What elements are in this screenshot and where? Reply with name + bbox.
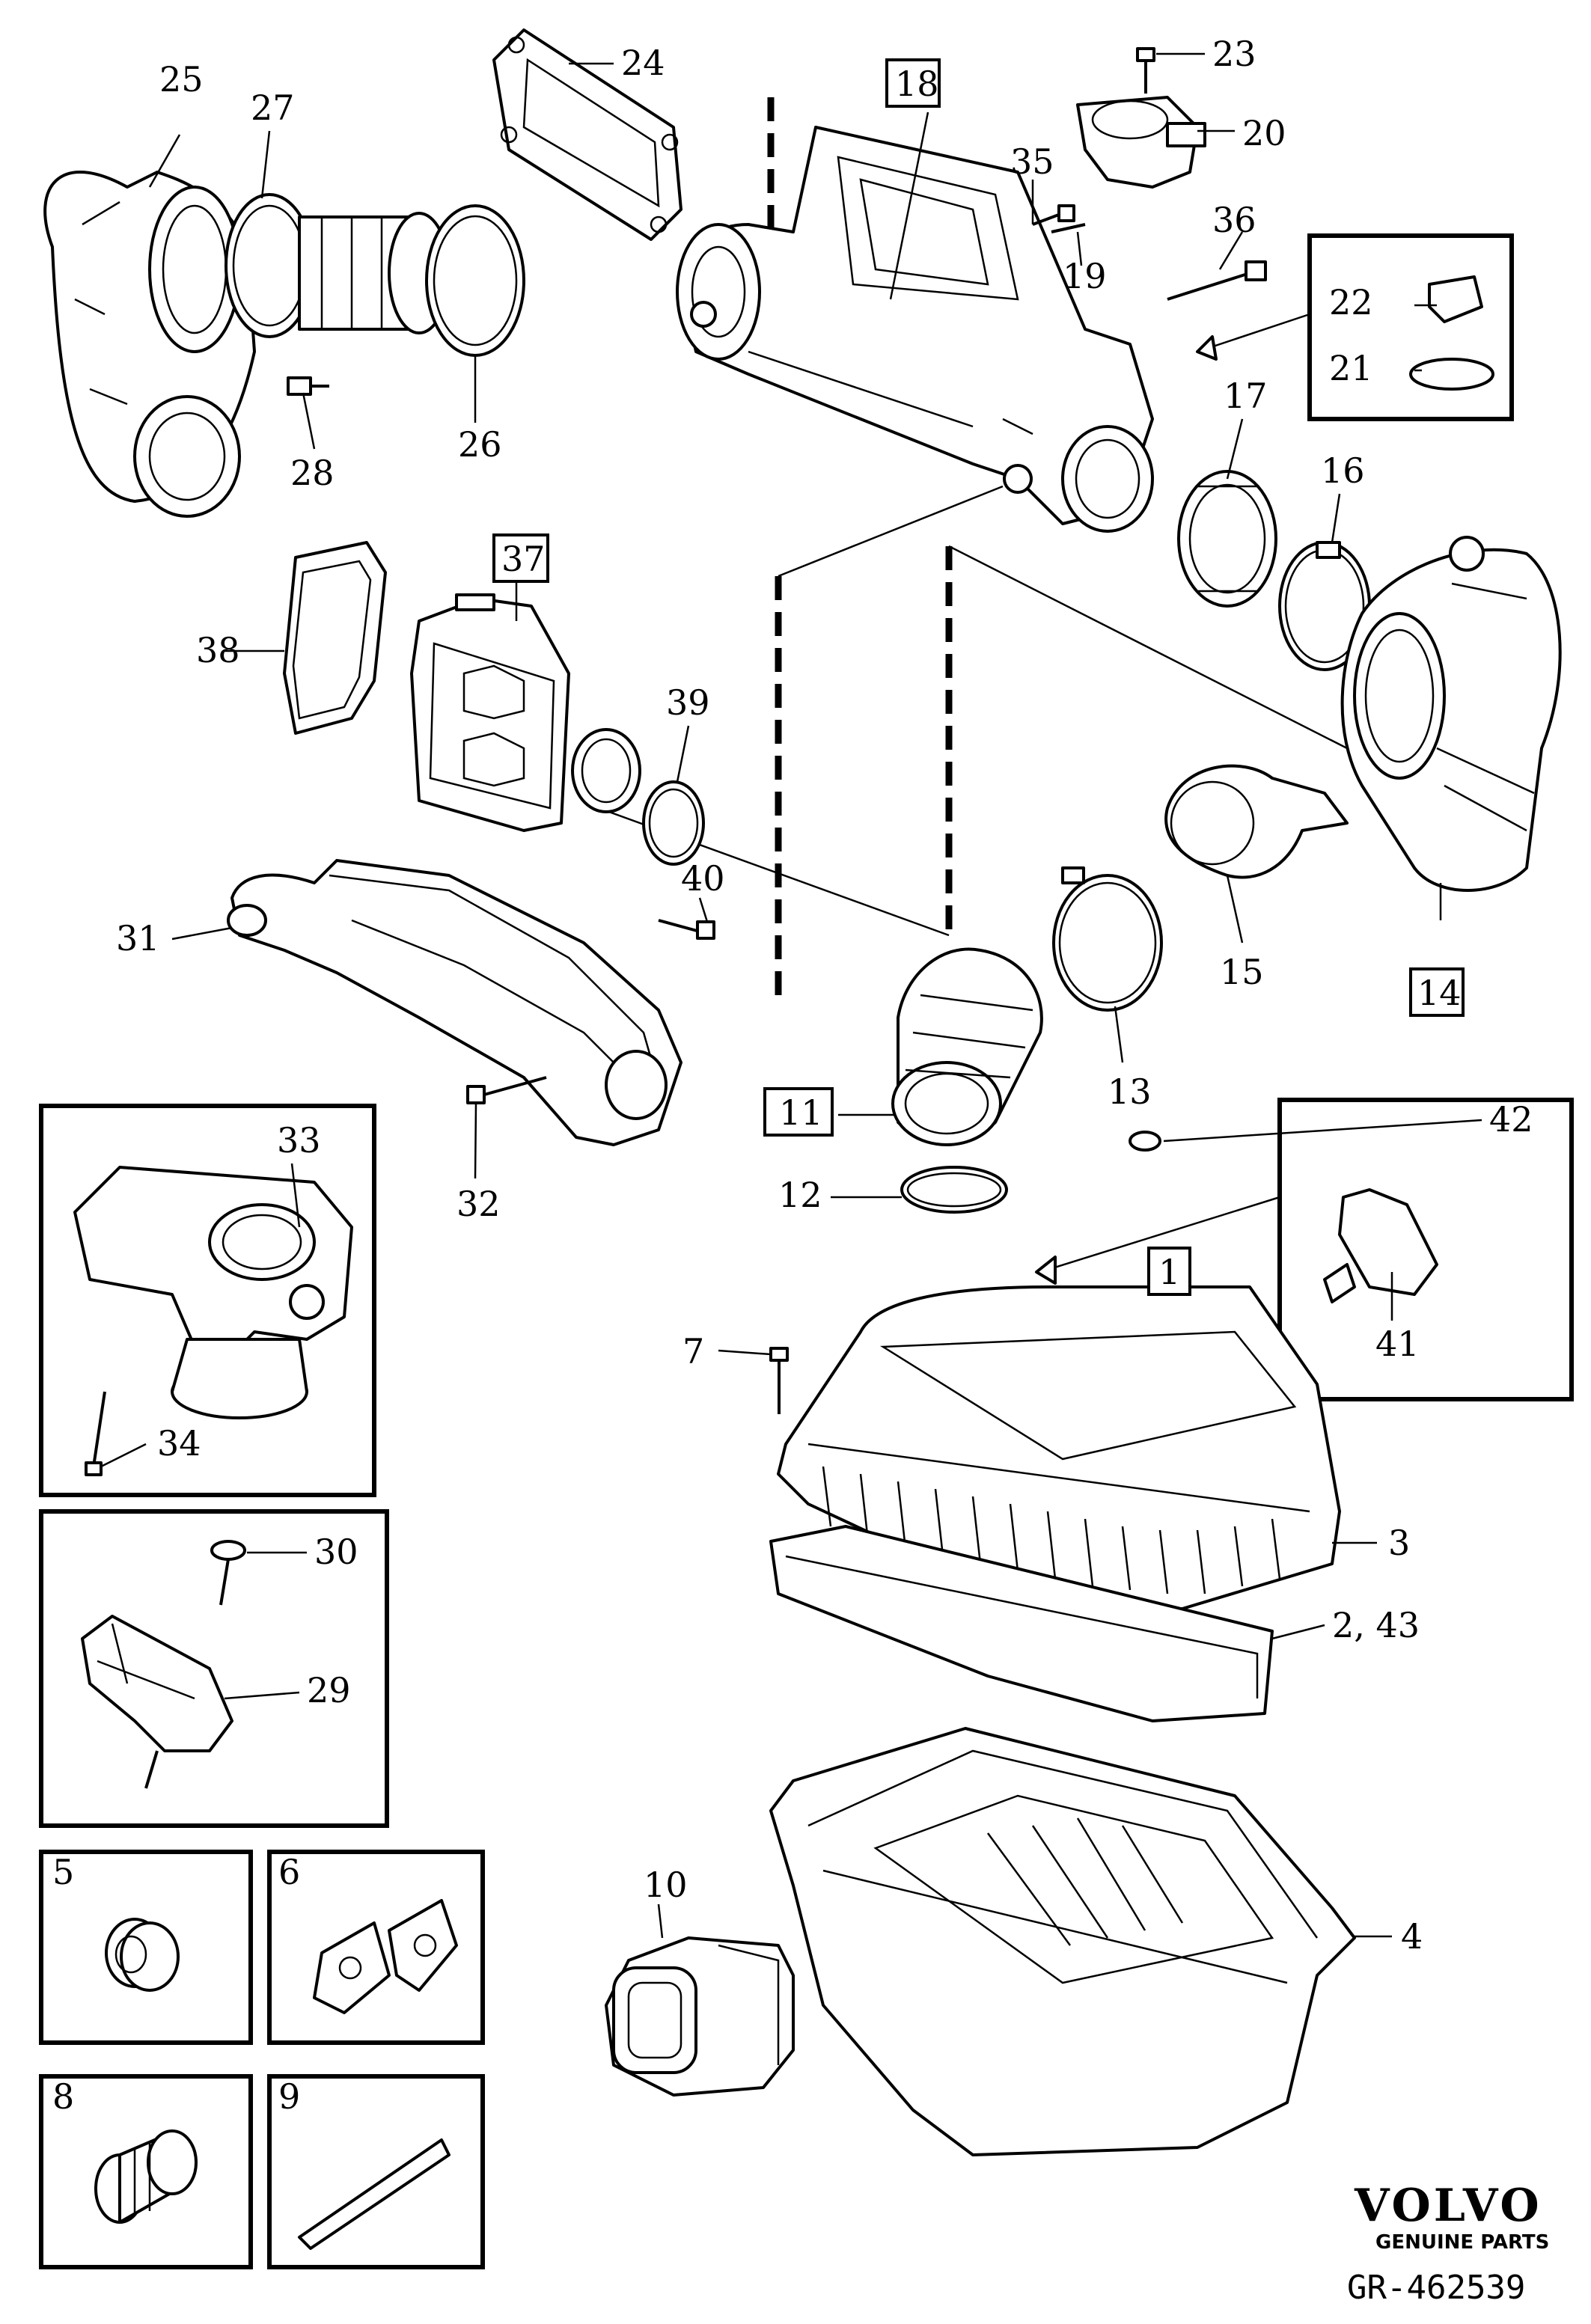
inset-29-30: [39, 1509, 389, 1828]
label-4: 4: [1401, 1916, 1423, 1957]
label-16: 16: [1321, 450, 1365, 491]
label-32: 32: [456, 1184, 501, 1224]
label-14-box: [1409, 967, 1465, 1017]
part-38-gasket: [283, 541, 387, 735]
part-12-clamp: [900, 1166, 1008, 1214]
label-9: 9: [278, 2076, 300, 2117]
inset-33-34: [39, 1104, 376, 1497]
reference-number: GR-462539: [1347, 2269, 1525, 2307]
label-37: 37: [501, 539, 546, 579]
brand-logo: VOLVO: [1354, 2180, 1542, 2232]
label-35: 35: [1010, 141, 1054, 182]
label-22: 22: [1329, 282, 1373, 322]
brand-block: VOLVO GENUINE PARTS GR-462539: [1347, 2180, 1549, 2307]
inset-21-22: [1196, 233, 1514, 421]
part-35-bolt: [1032, 204, 1075, 226]
label-38: 38: [196, 630, 240, 670]
label-28: 28: [290, 453, 335, 493]
callout-labels: 25 27 26 28 24 18 23 20 35 19 36 22 21 1…: [52, 34, 1533, 2117]
label-29: 29: [307, 1670, 351, 1710]
part-4-airbox-lower: [769, 1727, 1356, 2156]
part-10-inlet: [605, 1936, 795, 2097]
inset-41-42: [1035, 1098, 1574, 1401]
inset-8: [39, 2074, 253, 2269]
inset-6: [267, 1850, 485, 2045]
part-19-pin: [1051, 223, 1086, 233]
part-20-sensor: [1076, 96, 1206, 189]
label-6: 6: [278, 1852, 300, 1892]
part-36-bolt: [1167, 260, 1267, 301]
brand-subtitle: GENUINE PARTS: [1375, 2231, 1549, 2254]
label-5: 5: [52, 1852, 74, 1892]
label-7: 7: [682, 1331, 704, 1372]
label-12: 12: [778, 1175, 822, 1215]
part-23-screw: [1136, 47, 1155, 94]
part-26-ring: [425, 204, 525, 357]
part-40-bolt: [658, 919, 715, 940]
part-15-flap: [1164, 764, 1349, 879]
part-18-manifold: [676, 126, 1154, 533]
part-39-oring: [642, 780, 705, 866]
label-15: 15: [1220, 952, 1264, 992]
label-26: 26: [458, 424, 502, 465]
label-30: 30: [314, 1532, 358, 1572]
label-27: 27: [251, 88, 295, 128]
part-31-duct: [227, 859, 682, 1146]
label-1: 1: [1158, 1252, 1180, 1292]
label-2-43: 2, 43: [1332, 1605, 1420, 1645]
label-37-box: [492, 533, 549, 583]
label-36: 36: [1212, 200, 1256, 240]
label-11: 11: [779, 1092, 823, 1133]
inset-9: [267, 2074, 485, 2269]
part-3-airbox-cover: [777, 1285, 1341, 1610]
label-34: 34: [157, 1423, 201, 1464]
part-13-clamp: [1052, 866, 1163, 1012]
label-17: 17: [1224, 376, 1268, 416]
label-41: 41: [1375, 1324, 1420, 1364]
part-17-hose: [1177, 470, 1277, 608]
part-25-intake-housing: [43, 171, 256, 518]
label-18-box: [885, 58, 941, 108]
label-33: 33: [277, 1120, 321, 1161]
label-14: 14: [1417, 973, 1462, 1013]
label-19: 19: [1063, 256, 1107, 296]
part-11-hose: [891, 947, 1043, 1146]
label-31: 31: [116, 918, 160, 958]
inset-5: [39, 1850, 253, 2045]
label-23: 23: [1212, 34, 1256, 74]
label-3: 3: [1388, 1523, 1410, 1563]
label-11-box: [763, 1087, 834, 1137]
label-1-box: [1147, 1247, 1191, 1296]
label-21: 21: [1329, 348, 1373, 388]
label-24: 24: [621, 43, 665, 83]
label-42: 42: [1489, 1099, 1533, 1140]
label-8: 8: [52, 2076, 74, 2117]
label-10: 10: [644, 1865, 688, 1905]
label-20: 20: [1242, 113, 1286, 153]
part-2-43-filter: [769, 1525, 1274, 1722]
label-25: 25: [159, 59, 204, 100]
part-7-screw: [769, 1347, 789, 1414]
label-13: 13: [1108, 1071, 1152, 1112]
part-24-gasket: [492, 28, 682, 241]
label-18: 18: [895, 64, 939, 104]
part-28-screw: [287, 376, 329, 396]
part-14-resonator: [1340, 536, 1562, 892]
label-39: 39: [666, 682, 710, 723]
label-40: 40: [681, 858, 725, 899]
leader-lines: [100, 52, 1482, 1939]
part-16-clamp: [1278, 541, 1371, 671]
part-37-actuator: [410, 593, 641, 832]
